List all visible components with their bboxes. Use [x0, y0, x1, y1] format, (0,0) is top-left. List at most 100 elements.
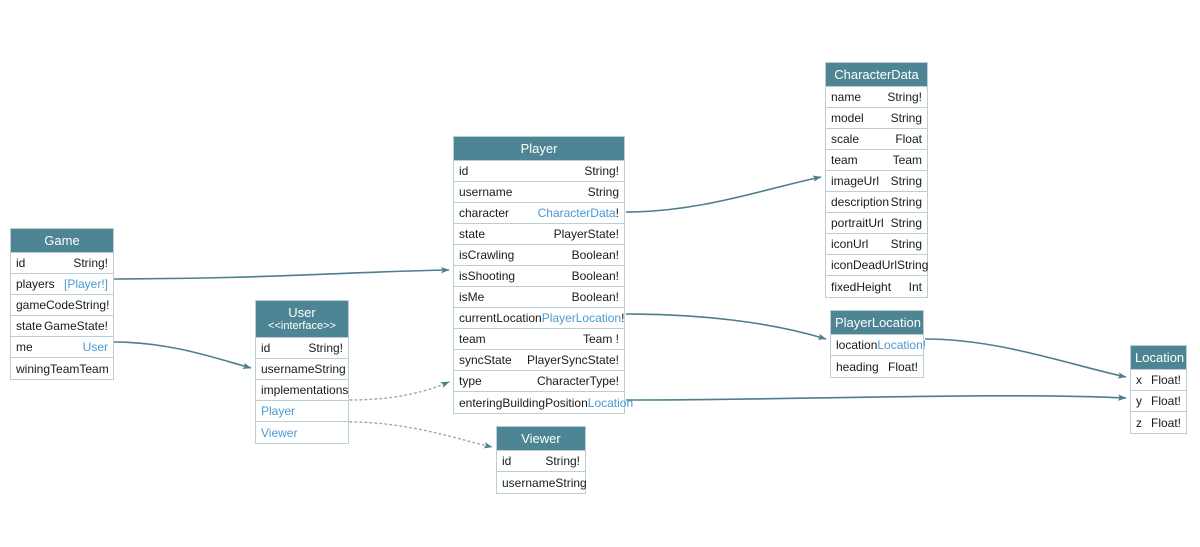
field-name: iconDeadUrl: [831, 258, 898, 272]
entity-name: Location: [1135, 350, 1185, 365]
edge-user-Viewer-to-viewer: [349, 421, 493, 449]
field-name: isShooting: [459, 269, 516, 283]
field-type: [Player!]: [63, 277, 108, 291]
entity-name: Game: [44, 233, 80, 248]
field-name: id: [16, 256, 26, 270]
field-type: String: [555, 475, 587, 490]
field-row[interactable]: name String!: [826, 87, 927, 108]
entity-name: PlayerLocation: [835, 315, 921, 330]
field-name: me: [16, 340, 33, 354]
field-name: team: [459, 332, 486, 346]
edge-player-currentLocation-to-playerlocation: [625, 313, 827, 340]
field-type: String: [890, 195, 922, 209]
edge-user-Player-to-player: [349, 381, 450, 401]
field-row[interactable]: players [Player!]: [11, 274, 113, 295]
field-row[interactable]: syncState PlayerSyncState!: [454, 350, 624, 371]
field-type: Team: [892, 153, 922, 167]
field-name: implementations: [261, 383, 349, 397]
entity-title-user: User<<interface>>: [256, 301, 348, 338]
field-type: String!: [887, 90, 922, 104]
field-type: String: [890, 237, 922, 251]
field-name: name: [831, 90, 862, 104]
field-type: String: [314, 362, 346, 376]
field-row[interactable]: team Team: [826, 150, 927, 171]
field-type: String!: [74, 298, 110, 312]
entity-title-playerlocation: PlayerLocation: [831, 311, 923, 335]
field-row[interactable]: scale Float: [826, 129, 927, 150]
field-row[interactable]: Viewer: [256, 422, 348, 443]
field-name: description: [831, 195, 890, 209]
field-name: y: [1136, 394, 1142, 408]
field-row[interactable]: implementations: [256, 380, 348, 401]
field-name: scale: [831, 132, 860, 146]
entity-title-characterdata: CharacterData: [826, 63, 927, 87]
field-name: isCrawling: [459, 248, 515, 262]
field-name: id: [261, 341, 271, 355]
field-type: String: [890, 111, 922, 125]
field-row[interactable]: model String: [826, 108, 927, 129]
field-name: players: [16, 277, 55, 291]
field-type: String: [587, 185, 619, 199]
field-row[interactable]: Player: [256, 401, 348, 422]
field-name: currentLocation: [459, 311, 542, 325]
entity-stereotype: <<interface>>: [268, 320, 336, 332]
field-type: CharacterData!: [537, 206, 619, 220]
field-type: String!: [584, 164, 619, 178]
field-type: Float!: [1150, 415, 1181, 430]
field-type: Float: [895, 132, 922, 146]
field-type: Team: [79, 361, 109, 376]
field-type: Int: [908, 279, 922, 294]
field-type: String!: [545, 454, 580, 468]
entity-title-game: Game: [11, 229, 113, 253]
field-name: team: [831, 153, 858, 167]
edge-player-character-to-characterdata: [625, 175, 822, 213]
field-name: state: [459, 227, 486, 241]
field-type: PlayerSyncState!: [526, 353, 619, 367]
field-name: model: [831, 111, 864, 125]
field-type: Boolean!: [571, 290, 619, 304]
field-name: portraitUrl: [831, 216, 884, 230]
field-name: syncState: [459, 353, 512, 367]
field-name: x: [1136, 373, 1142, 387]
edge-game-me-to-user: [113, 341, 252, 369]
field-type: String: [897, 258, 929, 272]
